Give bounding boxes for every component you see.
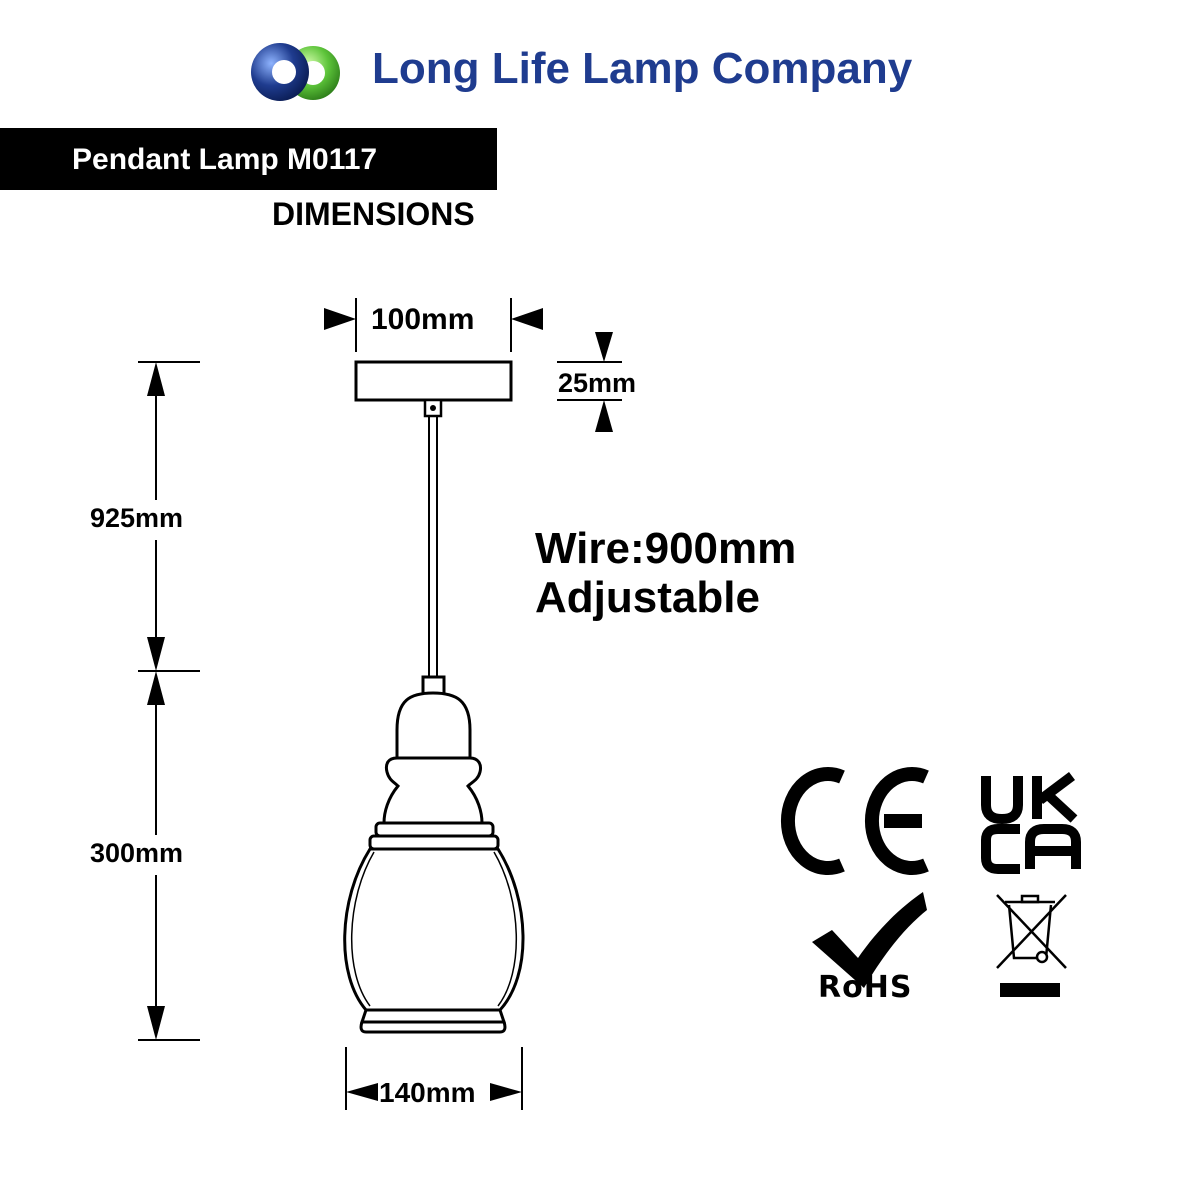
shade-width-label: 140mm: [379, 1077, 476, 1108]
wire-adjustable: Adjustable: [535, 573, 760, 622]
section-heading: DIMENSIONS: [272, 196, 475, 232]
suspension-cord: [428, 416, 438, 677]
canopy-width-label: 100mm: [371, 303, 475, 336]
wire-length-note: Wire:900mm Adjustable: [535, 524, 796, 622]
ce-mark-icon: [780, 767, 929, 875]
shade-height-label: 300mm: [90, 838, 184, 868]
product-title: Pendant Lamp M0117: [72, 143, 378, 176]
company-logo-icon: [251, 43, 340, 101]
weee-bin-icon: [996, 894, 1067, 969]
rohs-check-icon: [812, 892, 927, 988]
shade-inner-line: [493, 851, 517, 1007]
glass-shade: [343, 675, 525, 1034]
title-bar: [0, 128, 497, 190]
cord-drop-label: 925mm: [90, 503, 184, 533]
weee-bar: [1000, 983, 1060, 997]
shade-inner-line: [351, 851, 375, 1007]
wire-length: Wire:900mm: [535, 524, 797, 573]
height-dimension: [138, 361, 200, 1041]
canopy-height-dimension: [557, 332, 622, 432]
shade-width-dimension: [345, 1047, 523, 1110]
rohs-label: RoHS: [818, 970, 913, 1005]
ukca-mark-icon: [981, 772, 1081, 874]
canopy-width-dimension: [324, 298, 543, 352]
ceiling-canopy: [354, 360, 513, 402]
canopy-height-label: 25mm: [558, 368, 637, 398]
company-name: Long Life Lamp Company: [372, 44, 913, 93]
